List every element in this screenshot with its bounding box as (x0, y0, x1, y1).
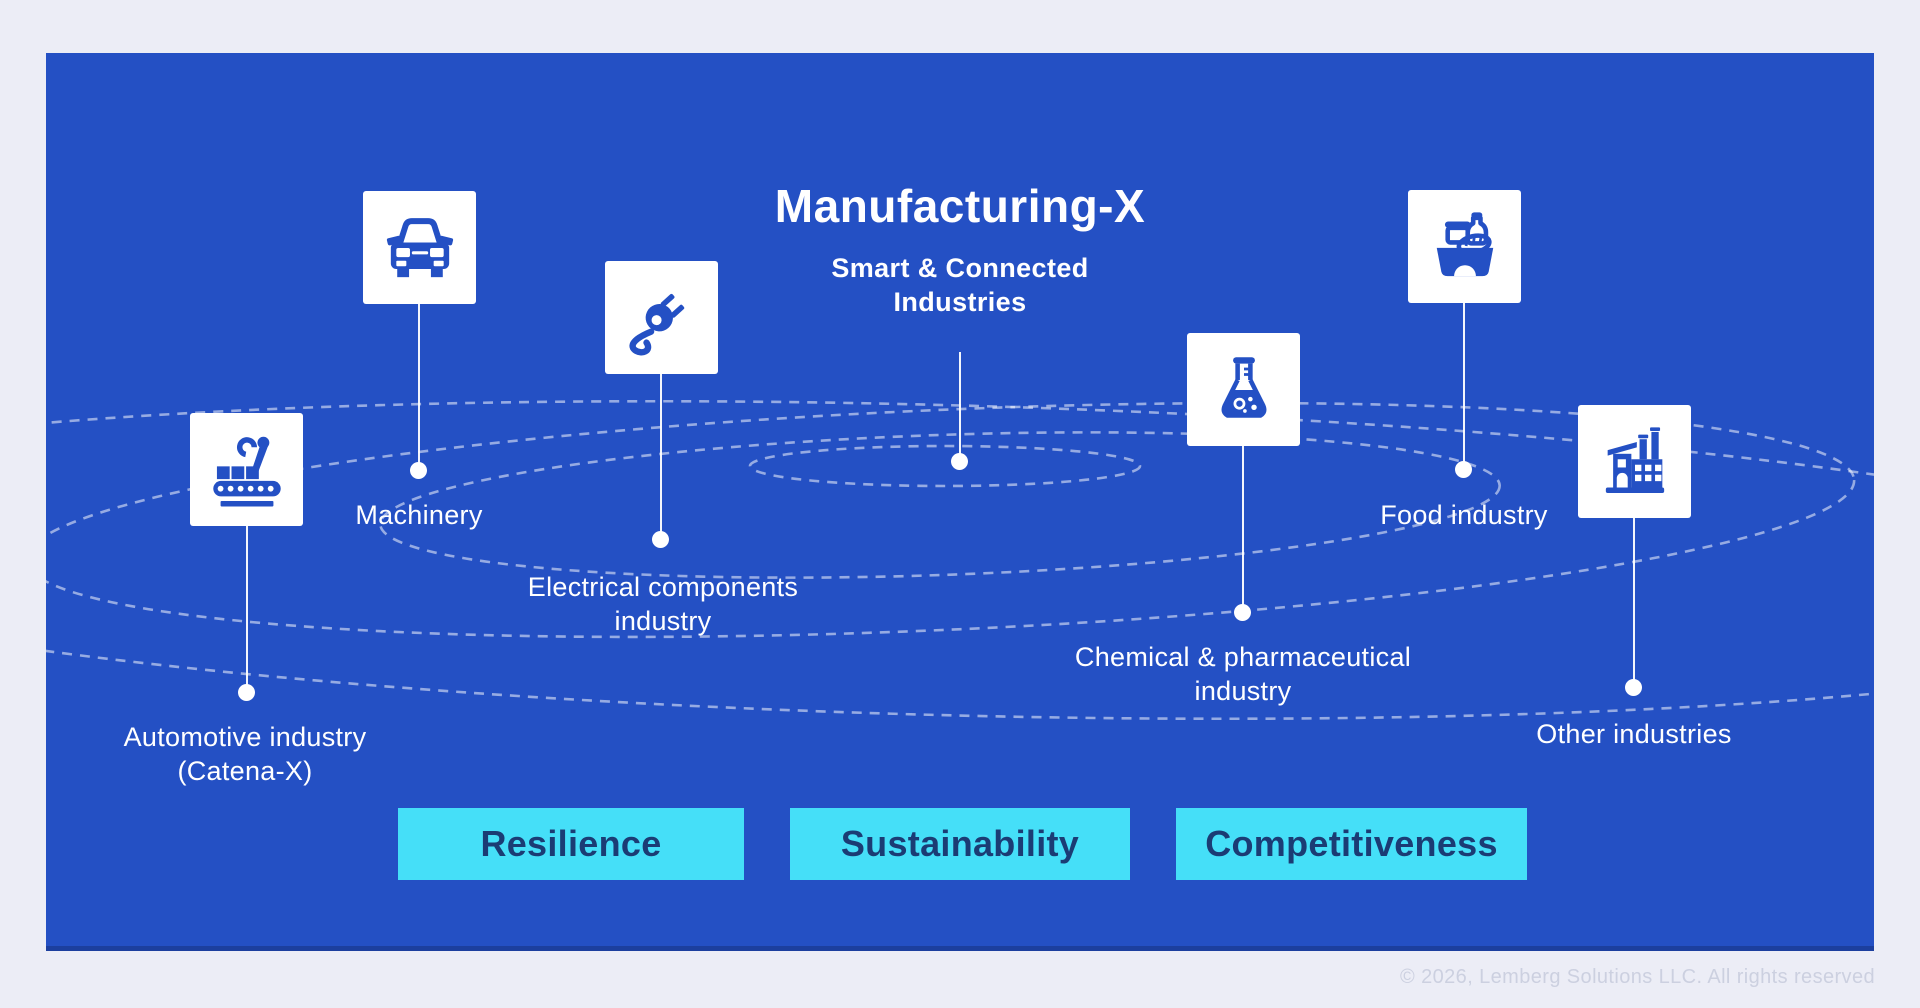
other-connector-dot (1625, 679, 1642, 696)
factory-icon (1605, 426, 1664, 493)
other-card (1578, 405, 1691, 518)
copyright-footer: © 2026, Lemberg Solutions LLC. All right… (1400, 966, 1875, 988)
power-plug-icon (628, 293, 684, 355)
machinery-card (363, 191, 476, 304)
subtitle-line-1: Smart & Connected (831, 253, 1089, 283)
other-connector-line (1633, 518, 1635, 687)
blue-panel: Manufacturing-X Smart & Connected Indust… (46, 53, 1874, 951)
car-icon (386, 217, 453, 277)
robot-arm-conveyor-icon (212, 436, 281, 506)
food-connector-dot (1455, 461, 1472, 478)
chemical-connector-line (1242, 446, 1244, 612)
machinery-label: Machinery (355, 500, 483, 530)
lab-flask-icon (1221, 356, 1266, 418)
automotive-card (190, 413, 303, 526)
automotive-connector-dot (238, 684, 255, 701)
subtitle-line-2: Industries (893, 287, 1027, 317)
electrical-connector-line (660, 374, 662, 539)
orbit-rings (46, 399, 1874, 721)
food-label: Food industry (1380, 500, 1548, 530)
machinery-connector-line (418, 304, 420, 470)
center-connector-dot (951, 453, 968, 470)
food-card (1408, 190, 1521, 303)
machinery-connector-dot (410, 462, 427, 479)
center-connector-line (959, 352, 961, 461)
food-connector-line (1463, 303, 1465, 469)
other-label: Other industries (1536, 719, 1732, 749)
food-basket-icon (1436, 211, 1493, 276)
chemical-connector-dot (1234, 604, 1251, 621)
automotive-label: Automotive industry (Catena-X) (123, 722, 367, 786)
sustainability-pill: Sustainability (790, 808, 1130, 880)
chemical-card (1187, 333, 1300, 446)
electrical-card (605, 261, 718, 374)
resilience-pill: Resilience (398, 808, 744, 880)
electrical-connector-dot (652, 531, 669, 548)
diagram-subtitle: Smart & Connected Industries (46, 251, 1874, 319)
automotive-connector-line (246, 526, 248, 692)
competitiveness-pill: Competitiveness (1176, 808, 1527, 880)
diagram-title: Manufacturing-X (774, 180, 1146, 232)
electrical-label: Electrical components industry (527, 572, 799, 636)
chemical-label: Chemical & pharmaceutical industry (1074, 642, 1412, 706)
